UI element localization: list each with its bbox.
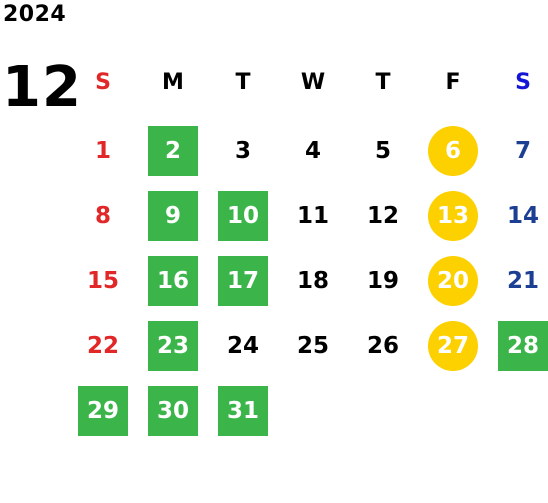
- day-cell-tue[interactable]: 17: [210, 254, 276, 308]
- green-square-marker: 29: [78, 386, 128, 436]
- day-cell-mon[interactable]: 16: [140, 254, 206, 308]
- weekday-header-fri: F: [445, 69, 461, 95]
- day-cell-sun[interactable]: 15: [70, 254, 136, 308]
- day-number: 8: [94, 203, 111, 229]
- day-cell-mon[interactable]: 2: [140, 124, 206, 178]
- green-square-marker: 10: [218, 191, 268, 241]
- day-number: 28: [506, 333, 539, 359]
- day-cell-tue[interactable]: 24: [210, 319, 276, 373]
- day-cell-mon[interactable]: 30: [140, 384, 206, 438]
- day-cell-wed[interactable]: 18: [280, 254, 346, 308]
- day-cell-fri[interactable]: 20: [420, 254, 486, 308]
- day-cell-mon[interactable]: 9: [140, 189, 206, 243]
- day-number: 15: [86, 268, 119, 294]
- gold-circle-marker: 27: [428, 321, 478, 371]
- green-square-marker: 31: [218, 386, 268, 436]
- day-number: 5: [374, 138, 391, 164]
- day-number: 27: [436, 333, 469, 359]
- day-number: 2: [164, 138, 181, 164]
- day-cell-sun[interactable]: 29: [70, 384, 136, 438]
- day-number: 22: [86, 333, 119, 359]
- green-square-marker: 16: [148, 256, 198, 306]
- day-cell-thu[interactable]: 26: [350, 319, 416, 373]
- day-cell-tue[interactable]: 31: [210, 384, 276, 438]
- day-number: 9: [164, 203, 181, 229]
- day-cell-thu[interactable]: 19: [350, 254, 416, 308]
- day-number: 31: [226, 398, 259, 424]
- year-label: 2024: [3, 2, 67, 27]
- day-number: 18: [296, 268, 329, 294]
- day-cell-sun[interactable]: 8: [70, 189, 136, 243]
- day-number: 4: [304, 138, 321, 164]
- day-number: 25: [296, 333, 329, 359]
- weekday-header-sun: S: [95, 69, 111, 95]
- day-cell-thu[interactable]: 12: [350, 189, 416, 243]
- day-cell-sun[interactable]: 1: [70, 124, 136, 178]
- day-number: 13: [436, 203, 469, 229]
- day-number: 29: [86, 398, 119, 424]
- day-number: 12: [366, 203, 399, 229]
- day-cell-tue[interactable]: 3: [210, 124, 276, 178]
- day-cell-fri[interactable]: 13: [420, 189, 486, 243]
- weekday-header-tue: T: [235, 69, 251, 95]
- gold-circle-marker: 13: [428, 191, 478, 241]
- gold-circle-marker: 6: [428, 126, 478, 176]
- day-number: 23: [156, 333, 189, 359]
- day-number: 11: [296, 203, 329, 229]
- day-number: 7: [514, 138, 531, 164]
- day-number: 16: [156, 268, 189, 294]
- day-cell-fri[interactable]: 27: [420, 319, 486, 373]
- day-number: 3: [234, 138, 251, 164]
- day-number: 19: [366, 268, 399, 294]
- green-square-marker: 2: [148, 126, 198, 176]
- day-number: 6: [444, 138, 461, 164]
- day-cell-wed[interactable]: 11: [280, 189, 346, 243]
- green-square-marker: 9: [148, 191, 198, 241]
- day-cell-sat[interactable]: 28: [490, 319, 548, 373]
- weekday-header-thu: T: [375, 69, 391, 95]
- day-cell-sun[interactable]: 22: [70, 319, 136, 373]
- day-cell-wed[interactable]: 4: [280, 124, 346, 178]
- day-cell-thu[interactable]: 5: [350, 124, 416, 178]
- month-number: 12: [2, 55, 82, 120]
- day-cell-tue[interactable]: 10: [210, 189, 276, 243]
- green-square-marker: 23: [148, 321, 198, 371]
- day-cell-fri[interactable]: 6: [420, 124, 486, 178]
- green-square-marker: 17: [218, 256, 268, 306]
- green-square-marker: 28: [498, 321, 548, 371]
- day-number: 24: [226, 333, 259, 359]
- day-number: 30: [156, 398, 189, 424]
- day-cell-sat[interactable]: 7: [490, 124, 548, 178]
- gold-circle-marker: 20: [428, 256, 478, 306]
- day-cell-sat[interactable]: 14: [490, 189, 548, 243]
- day-number: 20: [436, 268, 469, 294]
- day-number: 21: [506, 268, 539, 294]
- day-cell-mon[interactable]: 23: [140, 319, 206, 373]
- day-number: 1: [94, 138, 111, 164]
- green-square-marker: 30: [148, 386, 198, 436]
- weekday-header-sat: S: [515, 69, 531, 95]
- day-cell-sat[interactable]: 21: [490, 254, 548, 308]
- day-number: 17: [226, 268, 259, 294]
- day-number: 26: [366, 333, 399, 359]
- weekday-header-mon: M: [162, 69, 184, 95]
- day-number: 10: [226, 203, 259, 229]
- weekday-header-wed: W: [300, 69, 326, 95]
- day-number: 14: [506, 203, 539, 229]
- day-cell-wed[interactable]: 25: [280, 319, 346, 373]
